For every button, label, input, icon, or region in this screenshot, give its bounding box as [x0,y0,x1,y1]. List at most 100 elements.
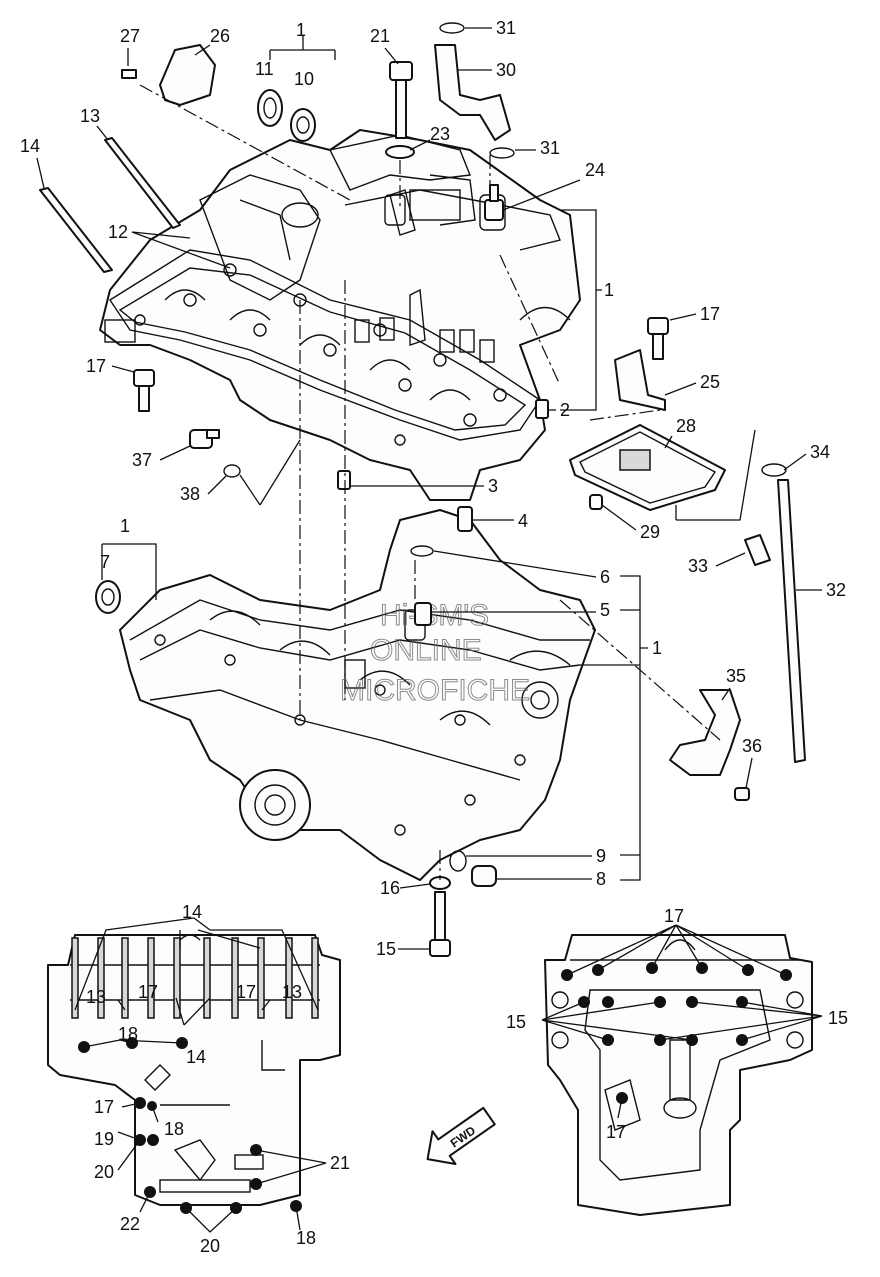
bolt-17-right [647,317,669,360]
baffle-plate-28 [569,424,726,511]
callout-27: 27 [120,26,140,46]
inset-lower-case: 17 15 15 17 [506,906,848,1216]
clip-34 [761,463,787,477]
fwd-arrow: FWD [426,1106,496,1166]
watermark-line-1: Hi-SM'S [380,599,489,632]
washer-23 [385,145,415,159]
bolt-17-left [133,369,155,412]
bracket-35 [669,689,741,776]
callout-7: 7 [100,552,110,572]
jet-5 [414,602,432,626]
callout-10: 10 [294,69,314,89]
callout-37: 37 [132,450,152,470]
watermark-line-3: MICROFICHE [340,674,530,707]
screw-29 [589,494,603,510]
callout-31-mid: 31 [540,138,560,158]
inset-lower-callout-15-right: 15 [828,1008,848,1028]
callout-25: 25 [700,372,720,392]
bearing-7 [95,580,121,614]
bolt-21 [389,61,413,139]
inset-upper-callout-14-mid: 14 [186,1047,206,1067]
callout-13: 13 [80,106,100,126]
inset-upper-callout-13-right: 13 [282,982,302,1002]
bracket-25 [614,349,666,411]
callout-21-top: 21 [370,26,390,46]
callout-12: 12 [108,222,128,242]
inset-lower-callout-17-top: 17 [664,906,684,926]
o-ring-38 [223,464,241,478]
watermark: Hi-SM'S ONLINE MICROFICHE [340,599,531,708]
callout-11: 11 [255,59,274,79]
breather-24 [484,184,504,221]
inset-upper-callout-18-mid: 18 [164,1119,184,1139]
callout-17-left: 17 [86,356,106,376]
callout-2: 2 [560,400,570,420]
hose-30 [434,44,511,141]
inset-upper-callout-21: 21 [330,1153,350,1173]
inset-upper-callout-20-bottom: 20 [200,1236,220,1256]
clip-31-top [439,22,465,34]
clamp-33 [744,534,771,566]
plug-8 [471,865,497,887]
callout-36: 36 [742,736,762,756]
lower-crankcase [119,509,596,881]
oil-seal-10 [290,108,316,142]
callout-32: 32 [826,580,846,600]
inset-upper-callout-18-bottom: 18 [296,1228,316,1248]
inset-lower-callout-15-left: 15 [506,1012,526,1032]
callout-38: 38 [180,484,200,504]
callout-17-right: 17 [700,304,720,324]
bolt-27 [121,69,137,79]
callout-14: 14 [20,136,40,156]
callout-31-top: 31 [496,18,516,38]
inset-upper-callout-14-top: 14 [182,902,202,922]
bolt-36 [734,787,750,801]
callout-26: 26 [210,26,230,46]
cover-plate-26 [159,44,216,106]
callout-15: 15 [376,939,396,959]
inset-upper-callout-20-left: 20 [94,1162,114,1182]
callout-1-right-lower: 1 [652,638,662,658]
stud-14 [39,187,113,273]
inset-upper-callout-17-b: 17 [236,982,256,1002]
callout-4: 4 [518,511,528,531]
callout-16: 16 [380,878,400,898]
callout-3: 3 [488,476,498,496]
small-parts [39,22,806,957]
callout-8: 8 [596,869,606,889]
inset-upper-callout-19: 19 [94,1129,114,1149]
inset-lower-callout-17-bottom: 17 [606,1122,626,1142]
inset-upper-callout-17-a: 17 [138,982,158,1002]
fitting-37 [189,429,220,449]
callout-28: 28 [676,416,696,436]
o-ring-6 [410,545,434,557]
inset-upper-callout-22: 22 [120,1214,140,1234]
dowel-4 [457,506,473,532]
callout-24: 24 [585,160,605,180]
callout-1-top: 1 [296,20,306,40]
bearing-11 [257,89,283,127]
callout-29: 29 [640,522,660,542]
upper-crankcase [99,129,581,501]
inset-upper-callout-13-left: 13 [86,987,106,1007]
callout-1-left-lower: 1 [120,516,130,536]
bolt-15 [429,891,451,957]
callout-30: 30 [496,60,516,80]
callout-35: 35 [726,666,746,686]
callout-9: 9 [596,846,606,866]
callout-23: 23 [430,124,450,144]
callout-34: 34 [810,442,830,462]
inset-upper-callout-18-top: 18 [118,1024,138,1044]
inset-upper-callout-17-low: 17 [94,1097,114,1117]
hose-32 [777,479,806,763]
callout-33: 33 [688,556,708,576]
callout-6: 6 [600,567,610,587]
stud-13 [104,137,181,229]
callout-5: 5 [600,600,610,620]
callouts-main: 1 11 10 27 26 21 31 30 23 31 24 13 14 12… [20,18,846,959]
dowel-3 [337,470,351,490]
inset-upper-case: 14 13 17 17 13 18 14 17 18 19 20 21 22 2… [47,902,350,1256]
watermark-line-2: ONLINE [370,634,482,667]
gasket-9 [449,850,467,872]
